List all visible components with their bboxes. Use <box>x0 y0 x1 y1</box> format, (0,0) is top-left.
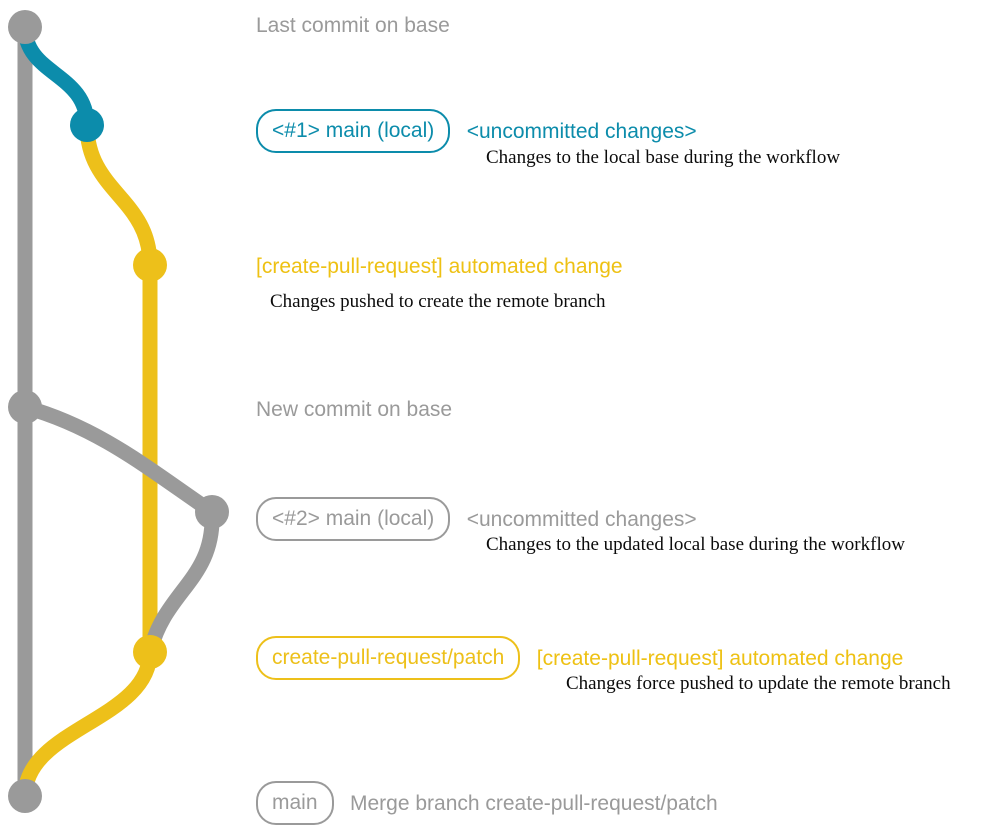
commit-subject-local-1: <uncommitted changes> <box>466 119 697 143</box>
branch-pill-main[interactable]: main <box>256 781 334 825</box>
edge-remote-force-to-merge <box>17 644 158 804</box>
headline-remote-create-branch: [create-pull-request] automated change <box>256 255 623 278</box>
commit-node-local-1 <box>70 108 104 142</box>
edge-local2-to-remote-force <box>142 504 220 660</box>
edge-base-new-to-local2 <box>17 399 220 520</box>
commit-subject-remote-force: [create-pull-request] automated change <box>536 646 904 670</box>
entry-local-change-1: <#1> main (local) <uncommitted changes> <box>256 109 697 153</box>
commit-node-base-last <box>8 10 42 44</box>
entry-merge-branch: main Merge branch create-pull-request/pa… <box>256 781 718 825</box>
branch-pill-local-2[interactable]: <#2> main (local) <box>256 497 451 541</box>
commit-node-remote-create <box>133 248 167 282</box>
commit-description-remote-force: Changes force pushed to update the remot… <box>566 673 951 694</box>
commit-node-base-merge <box>8 779 42 813</box>
headline-new-commit-on-base: New commit on base <box>256 398 453 421</box>
branch-pill-create-pull-request-patch[interactable]: create-pull-request/patch <box>256 636 521 680</box>
commit-description-remote-create: Changes pushed to create the remote bran… <box>270 291 606 312</box>
commit-description-local-2: Changes to the updated local base during… <box>486 534 905 555</box>
commit-subject-local-2: <uncommitted changes> <box>466 507 697 531</box>
commit-node-base-new <box>8 390 42 424</box>
entry-remote-force-push: create-pull-request/patch [create-pull-r… <box>256 636 903 680</box>
edge-base-to-local1 <box>17 19 95 133</box>
commit-node-remote-force <box>133 635 167 669</box>
commit-subject-merge: Merge branch create-pull-request/patch <box>349 791 718 815</box>
entry-local-change-2: <#2> main (local) <uncommitted changes> <box>256 497 697 541</box>
commit-node-local-2 <box>195 495 229 529</box>
commit-description-local-1: Changes to the local base during the wor… <box>486 147 841 168</box>
headline-last-commit-on-base: Last commit on base <box>256 14 450 37</box>
edge-local1-to-remote-create <box>79 117 158 273</box>
branch-pill-local-1[interactable]: <#1> main (local) <box>256 109 451 153</box>
